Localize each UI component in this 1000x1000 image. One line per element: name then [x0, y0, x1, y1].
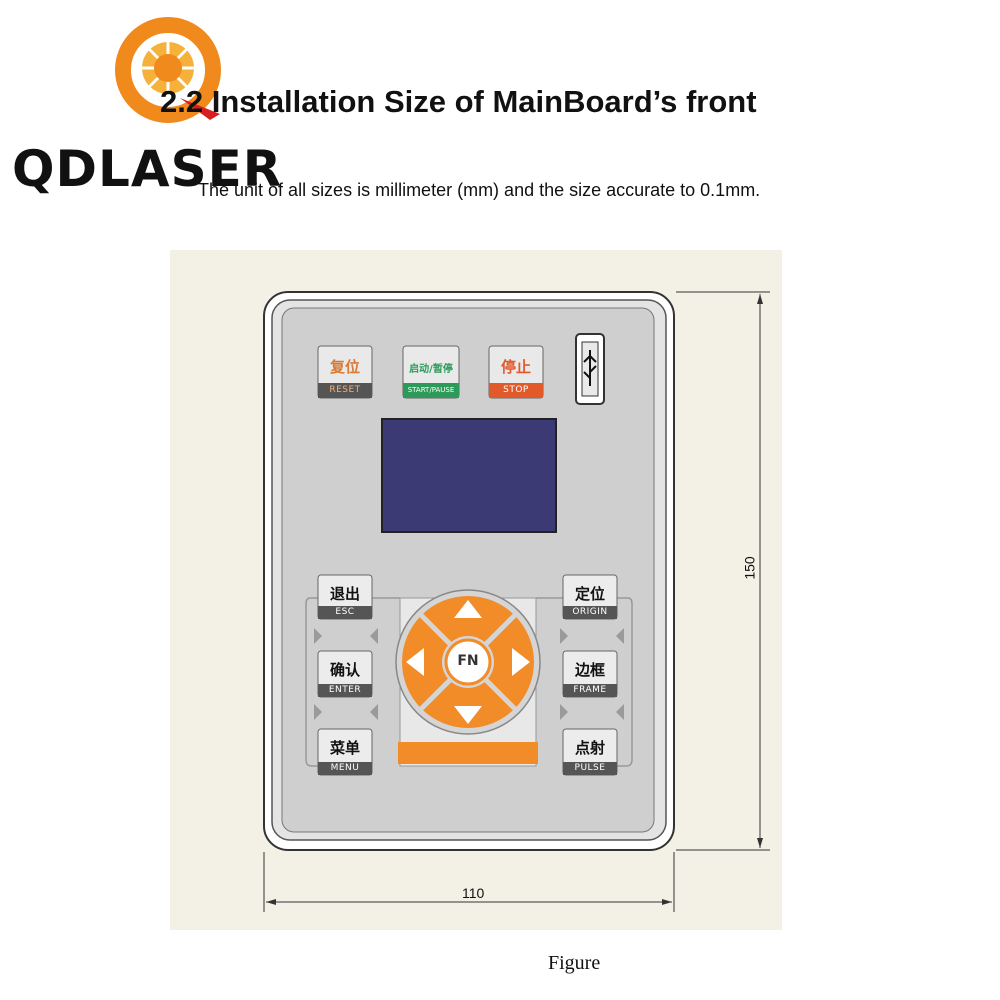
arrow-up-icon — [454, 600, 482, 618]
brand-name: QDLASER — [12, 140, 283, 198]
key-esc-sub: ESC — [335, 607, 355, 617]
company-logo — [10, 10, 320, 200]
key-esc[interactable]: 退出 — [329, 585, 360, 603]
arrow-left-icon — [406, 648, 424, 676]
orange-bar — [398, 742, 538, 764]
usb-icon — [575, 333, 605, 405]
key-menu[interactable]: 菜单 — [329, 739, 360, 757]
side-indicator-arrows — [314, 628, 624, 720]
figure-caption: Figure — [548, 952, 601, 974]
side-keys — [317, 574, 618, 776]
key-pulse-sub: PULSE — [574, 763, 606, 773]
key-frame[interactable]: 边框 — [574, 661, 605, 679]
key-enter[interactable]: 确认 — [329, 661, 360, 679]
sun-logo-icon — [115, 17, 221, 123]
key-start-pause[interactable]: 启动/暂停 — [409, 364, 453, 375]
key-origin[interactable]: 定位 — [574, 585, 605, 603]
dimension-lines — [263, 291, 770, 912]
lcd-screen — [381, 418, 557, 533]
width-dimension: 110 — [462, 885, 485, 901]
key-start-pause-sub: START/PAUSE — [407, 386, 455, 394]
arrow-down-icon — [454, 706, 482, 724]
key-stop[interactable]: 停止 — [500, 358, 531, 376]
key-origin-sub: ORIGIN — [572, 607, 608, 617]
height-dimension: 150 — [741, 556, 758, 580]
key-frame-sub: FRAME — [573, 685, 607, 695]
key-enter-sub: ENTER — [328, 685, 362, 695]
key-pulse[interactable]: 点射 — [574, 739, 605, 757]
unit-note: The unit of all sizes is millimeter (mm)… — [198, 180, 761, 200]
fn-key[interactable]: FN — [457, 653, 479, 669]
top-key-row — [317, 345, 544, 399]
key-reset[interactable]: 复位 — [329, 358, 360, 376]
direction-pad — [395, 589, 541, 767]
key-stop-sub: STOP — [503, 385, 529, 395]
section-heading: 2.2 Installation Size of MainBoard’s fro… — [160, 84, 757, 119]
key-menu-sub: MENU — [330, 763, 360, 773]
faceplate — [281, 307, 655, 833]
key-reset-sub: RESET — [329, 385, 361, 395]
arrow-right-icon — [512, 648, 530, 676]
